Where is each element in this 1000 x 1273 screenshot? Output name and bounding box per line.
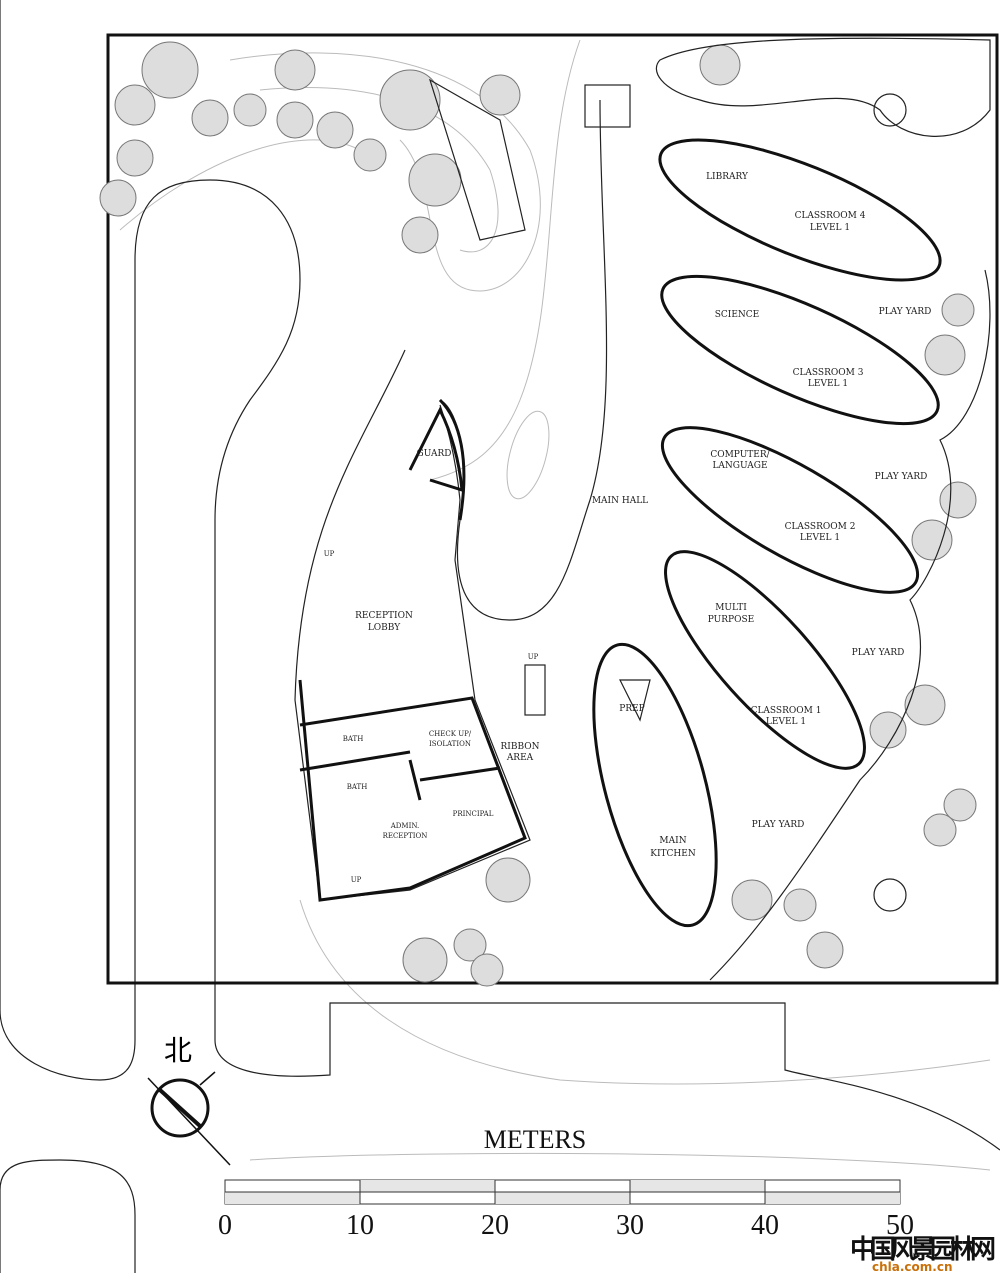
- room-check-up: CHECK UP/: [429, 730, 472, 738]
- room-purpose: PURPOSE: [708, 615, 754, 625]
- play-yard-label: PLAY YARD: [752, 820, 805, 830]
- room-main-hall: MAIN HALL: [592, 496, 648, 506]
- scale-bar: METERS 0 10 20 30 40 50: [218, 1125, 914, 1241]
- room-admin: ADMIN.: [390, 822, 420, 830]
- buildings: [294, 78, 991, 981]
- stairs-up-label: UP: [528, 653, 539, 661]
- room-classroom2-level: LEVEL 1: [800, 533, 840, 543]
- room-bath-lower: BATH: [347, 783, 368, 791]
- room-classroom3-level: LEVEL 1: [808, 379, 848, 389]
- room-prep: PREP: [619, 704, 644, 714]
- room-classroom1: CLASSROOM 1: [751, 706, 822, 716]
- north-label: 北: [164, 1034, 192, 1067]
- scale-tick: 10: [346, 1210, 374, 1241]
- room-multi: MULTI: [715, 603, 747, 613]
- room-labels: LIBRARY CLASSROOM 4 LEVEL 1 SCIENCE PLAY…: [324, 172, 932, 884]
- room-isolation: ISOLATION: [429, 740, 471, 748]
- room-library: LIBRARY: [706, 172, 749, 182]
- room-classroom1-level: LEVEL 1: [766, 717, 806, 727]
- room-ribbon: RIBBON: [501, 742, 540, 752]
- scale-tick: 40: [751, 1210, 779, 1241]
- room-computer: COMPUTER/: [710, 450, 770, 460]
- site-boundary: [106, 33, 999, 985]
- scale-tick: 50: [886, 1210, 914, 1241]
- play-equipment: [655, 37, 991, 912]
- stairs-up-label: UP: [351, 876, 362, 884]
- room-kitchen: KITCHEN: [650, 849, 696, 859]
- scale-title: METERS: [484, 1125, 587, 1154]
- room-guard: GUARD: [417, 449, 452, 459]
- stairs-up-label: UP: [324, 550, 335, 558]
- trees: [99, 41, 977, 987]
- room-area: AREA: [506, 753, 534, 763]
- room-science: SCIENCE: [715, 310, 760, 320]
- north-arrow: 北: [147, 1034, 231, 1166]
- room-classroom3: CLASSROOM 3: [793, 368, 864, 378]
- watermark: 中国风景园林网 chla.com.cn: [850, 1235, 996, 1273]
- room-principal: PRINCIPAL: [453, 810, 494, 818]
- scale-tick: 0: [218, 1210, 232, 1241]
- room-bath-upper: BATH: [343, 735, 364, 743]
- room-main: MAIN: [659, 836, 686, 846]
- room-classroom2: CLASSROOM 2: [785, 522, 856, 532]
- room-admin-reception: RECEPTION: [383, 832, 428, 840]
- scale-tick: 20: [481, 1210, 509, 1241]
- room-reception: RECEPTION: [355, 611, 413, 621]
- watermark-chinese: 中国风景园林网: [850, 1235, 996, 1265]
- play-yard-label: PLAY YARD: [879, 307, 932, 317]
- room-language: LANGUAGE: [712, 461, 767, 471]
- watermark-url: chla.com.cn: [872, 1260, 953, 1273]
- room-classroom4-level: LEVEL 1: [810, 223, 850, 233]
- room-lobby: LOBBY: [368, 623, 401, 633]
- play-yard-label: PLAY YARD: [875, 472, 928, 482]
- scale-tick: 30: [616, 1210, 644, 1241]
- play-yard-label: PLAY YARD: [852, 648, 905, 658]
- room-classroom4: CLASSROOM 4: [795, 211, 866, 221]
- topography-contours: [119, 39, 991, 1171]
